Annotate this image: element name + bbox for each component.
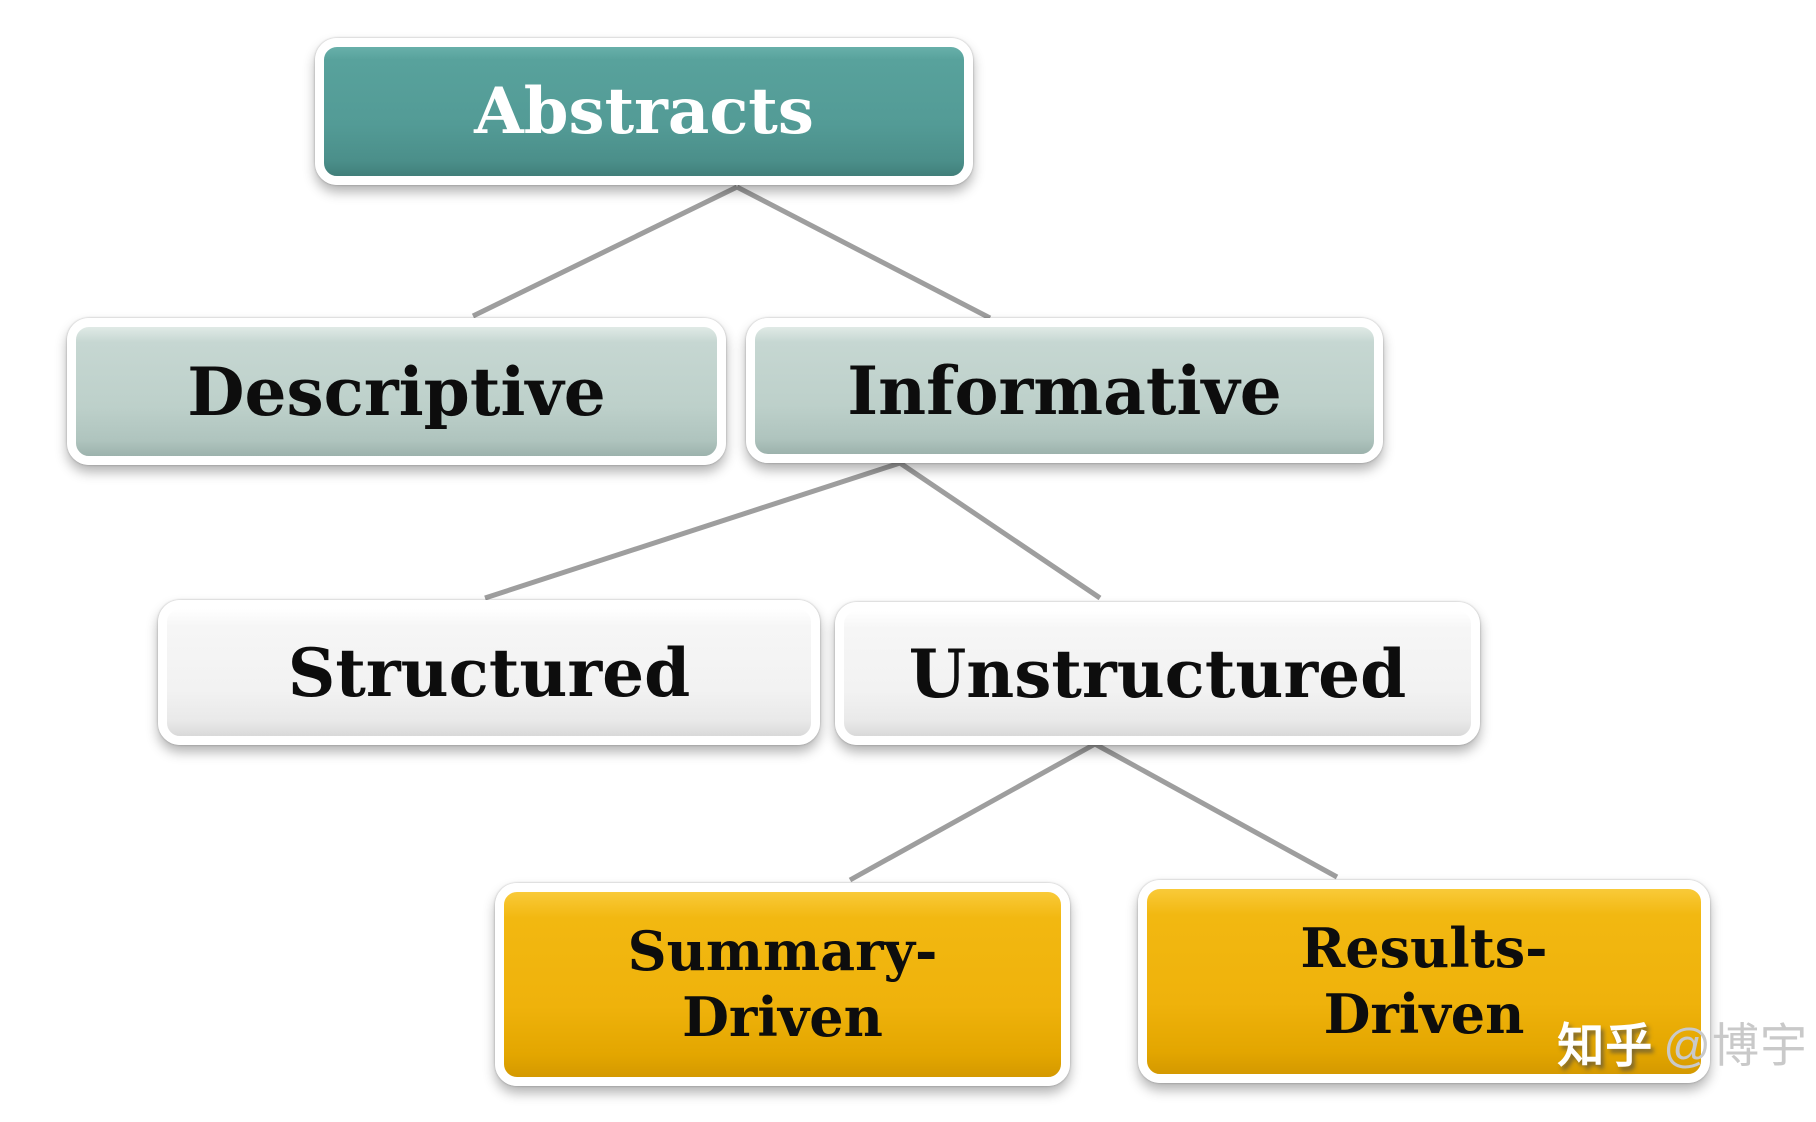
node-summary-driven-line2: Driven	[682, 984, 883, 1049]
connector-abstracts-informative	[735, 184, 992, 321]
connector-unstructured-summary	[848, 741, 1097, 883]
node-summary-driven-line1: Summary-	[627, 918, 938, 983]
node-structured: Structured	[158, 600, 820, 745]
node-abstracts-label: Abstracts	[474, 74, 814, 149]
watermark-handle: @博宇	[1663, 1019, 1808, 1072]
node-informative-label: Informative	[847, 351, 1282, 430]
connector-unstructured-results	[1093, 741, 1339, 880]
watermark-brand: 知乎	[1557, 1019, 1654, 1072]
connector-informative-unstructured	[898, 460, 1102, 601]
connector-informative-structured	[484, 460, 901, 601]
node-informative: Informative	[746, 318, 1383, 463]
node-abstracts: Abstracts	[315, 38, 973, 185]
connector-abstracts-descriptive	[471, 184, 739, 319]
node-descriptive: Descriptive	[67, 318, 726, 465]
node-unstructured-label: Unstructured	[908, 634, 1407, 713]
node-results-driven-line2: Driven	[1323, 981, 1525, 1046]
node-results-driven: Results- Driven	[1138, 880, 1710, 1083]
node-results-driven-label: Results- Driven	[1300, 916, 1547, 1048]
watermark: 知乎@博宇	[1557, 1007, 1808, 1076]
node-summary-driven-label: Summary- Driven	[628, 919, 938, 1051]
node-descriptive-label: Descriptive	[187, 352, 606, 431]
node-unstructured: Unstructured	[835, 602, 1480, 745]
node-structured-label: Structured	[287, 633, 691, 712]
node-results-driven-line1: Results-	[1300, 915, 1548, 980]
node-summary-driven: Summary- Driven	[495, 883, 1070, 1086]
